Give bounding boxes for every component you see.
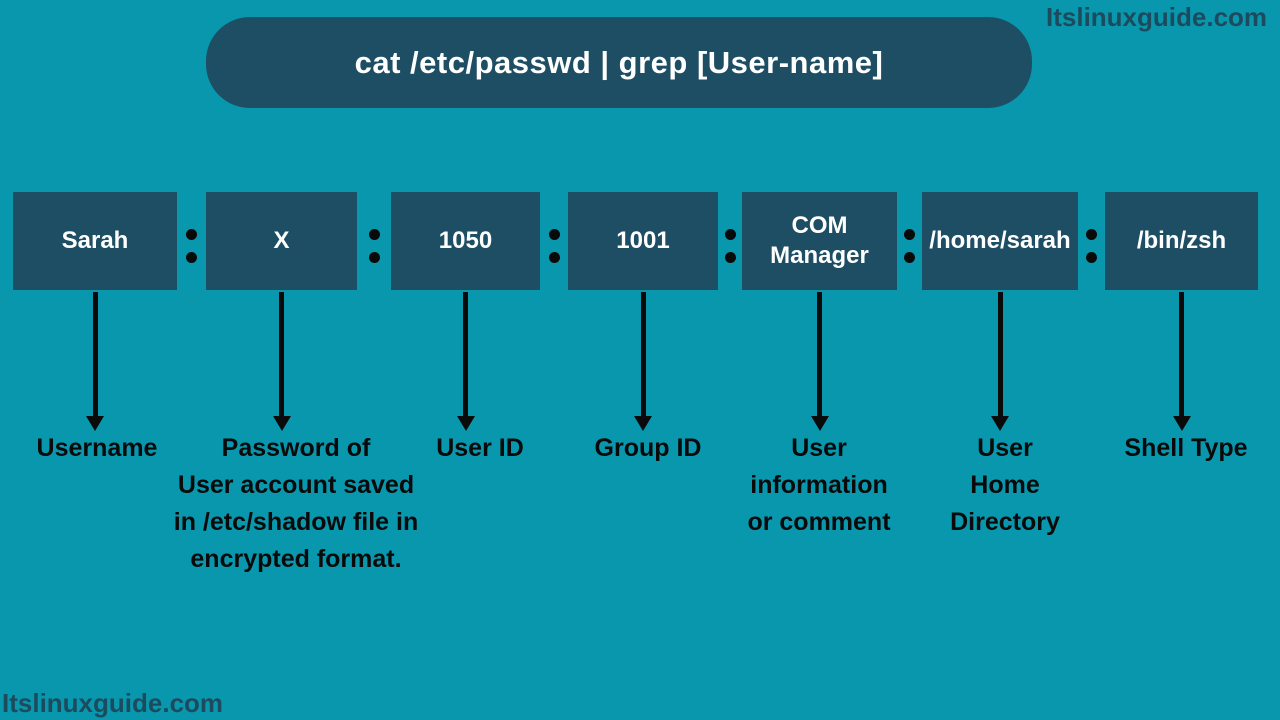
colon-separator-icon — [186, 229, 197, 263]
field-label: Group ID — [594, 434, 702, 462]
field-label: Shell Type — [1124, 434, 1248, 462]
down-arrow-head-icon — [1172, 416, 1191, 431]
down-arrow-head-icon — [810, 416, 829, 431]
field-value-box: Sarah — [13, 192, 177, 290]
watermark-bottom-left: Itslinuxguide.com — [2, 688, 224, 718]
down-arrow-head-icon — [86, 416, 104, 431]
colon-separator-icon — [1086, 229, 1097, 263]
down-arrow-head-icon — [634, 416, 652, 431]
field-value: 1050 — [438, 227, 493, 254]
down-arrow-stem — [92, 292, 98, 418]
field-value: X — [273, 227, 290, 254]
down-arrow-head-icon — [991, 416, 1009, 431]
watermark-top-right: Itslinuxguide.com — [1046, 2, 1268, 32]
field-label: Username — [36, 434, 158, 462]
colon-separator-icon — [548, 229, 560, 263]
colon-separator-icon — [724, 229, 736, 263]
down-arrow-head-icon — [456, 416, 475, 431]
field-label: Password of User account saved in /etc/s… — [173, 434, 419, 573]
field-value: 1001 — [616, 227, 670, 254]
down-arrow-stem — [279, 292, 284, 418]
down-arrow-stem — [1179, 292, 1184, 418]
command-title-pill: cat /etc/passwd | grep [User-name] — [206, 17, 1032, 108]
field-value: /bin/zsh — [1136, 227, 1227, 254]
command-title: cat /etc/passwd | grep [User-name] — [354, 44, 884, 80]
field-value-box: 1050 — [391, 192, 540, 290]
field-label: User information or comment — [747, 434, 891, 536]
down-arrow-stem — [463, 292, 468, 418]
down-arrow-stem — [817, 292, 822, 418]
field-value: COM Manager — [770, 212, 869, 269]
field-value-box: COM Manager — [742, 192, 897, 290]
down-arrow-head-icon — [272, 416, 291, 431]
field-value: /home/sarah — [929, 227, 1071, 254]
colon-separator-icon — [368, 229, 380, 263]
field-value-box: /bin/zsh — [1105, 192, 1258, 290]
field-label: User ID — [436, 434, 524, 462]
down-arrow-stem — [640, 292, 646, 418]
field-value-box: 1001 — [568, 192, 718, 290]
colon-separator-icon — [904, 229, 915, 263]
field-label: User Home Directory — [950, 434, 1060, 536]
field-value-box: /home/sarah — [922, 192, 1078, 290]
field-value-box: X — [206, 192, 357, 290]
down-arrow-stem — [997, 292, 1003, 418]
field-value: Sarah — [61, 227, 129, 254]
